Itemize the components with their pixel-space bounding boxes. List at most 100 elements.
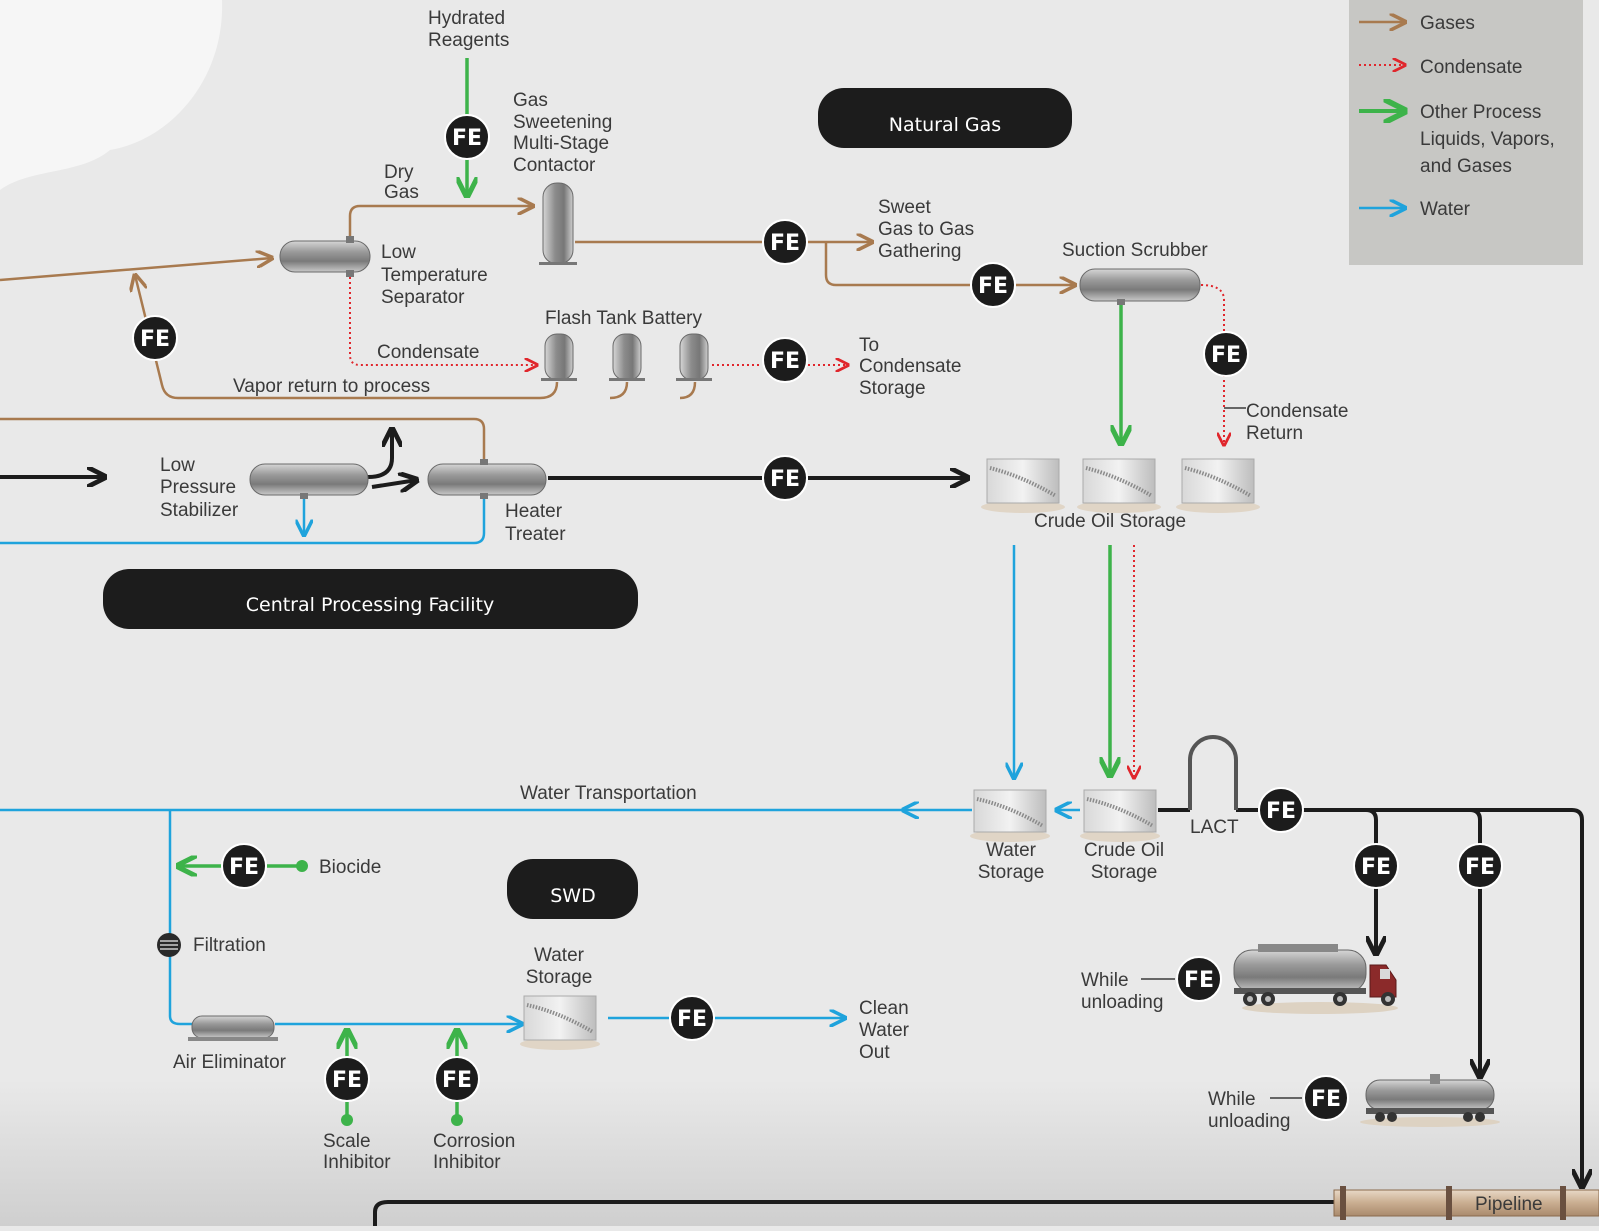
- fe-vapor-return: FE: [132, 315, 178, 361]
- scrubber-condensate-line: [1200, 284, 1225, 335]
- cpf-gas-loop-line: [0, 417, 486, 460]
- label-to-condensate-1: To: [859, 335, 879, 356]
- water-lines: [0, 495, 1080, 1024]
- railcar-branch-line: [1469, 808, 1482, 846]
- legend-panel: [1349, 0, 1583, 265]
- svg-text:FE: FE: [229, 855, 259, 880]
- fe-suction-scrubber-inlet: FE: [970, 262, 1016, 308]
- svg-text:FE: FE: [770, 467, 800, 492]
- label-truck-while: While: [1081, 970, 1129, 991]
- legend-gases-label: Gases: [1420, 13, 1475, 34]
- label-dry-1: Dry: [384, 162, 414, 183]
- fe-truck-unloading: FE: [1176, 956, 1222, 1002]
- fe-corrosion-inhibitor: FE: [434, 1056, 480, 1102]
- label-biocide: Biocide: [319, 857, 381, 878]
- lact-loop: [1188, 735, 1238, 810]
- biocide-source-dot: [296, 860, 308, 872]
- section-natural-gas: Natural Gas: [818, 88, 1072, 148]
- label-sweet-gas-1: Sweet: [878, 197, 932, 218]
- label-scale-2: Inhibitor: [323, 1152, 391, 1173]
- label-heater-1: Heater: [505, 501, 563, 522]
- rail-tank-car: [1360, 1074, 1500, 1127]
- fe-crude-oil: FE: [762, 455, 808, 501]
- label-suction-scrubber: Suction Scrubber: [1062, 240, 1208, 261]
- label-dry-2: Gas: [384, 182, 419, 203]
- corrosion-source-dot: [451, 1114, 463, 1126]
- water-storage-tank: [970, 789, 1050, 842]
- svg-text:FE: FE: [1266, 799, 1296, 824]
- stabilizer-vapor-up-line: [367, 429, 392, 479]
- label-crude-oil-storage-1: Crude Oil: [1084, 840, 1164, 861]
- svg-text:FE: FE: [1465, 855, 1495, 880]
- label-air-eliminator: Air Eliminator: [173, 1052, 287, 1073]
- label-to-condensate-3: Storage: [859, 378, 926, 399]
- labels: Hydrated Reagents Gas Sweetening Multi-S…: [160, 8, 1543, 1215]
- label-lts-3: Separator: [381, 287, 465, 308]
- section-swd: SWD: [507, 859, 638, 919]
- svg-text:FE: FE: [1361, 855, 1391, 880]
- filtration-unit: [157, 933, 181, 957]
- section-cpf: Central Processing Facility: [103, 569, 638, 629]
- label-vapor-return: Vapor return to process: [233, 376, 430, 397]
- air-eliminator: [188, 1015, 278, 1041]
- fe-condensate-storage: FE: [762, 337, 808, 383]
- label-crude-oil-storage-2: Storage: [1091, 862, 1158, 883]
- label-corrosion-2: Inhibitor: [433, 1152, 501, 1173]
- svg-text:FE: FE: [140, 327, 170, 352]
- label-lts-2: Temperature: [381, 265, 488, 286]
- crude-oil-storage-tank: [1080, 789, 1160, 842]
- label-condensate-return-1: Condensate: [1246, 401, 1348, 422]
- svg-text:FE: FE: [770, 231, 800, 256]
- gas-lines: [0, 206, 1075, 460]
- label-truck-unloading: unloading: [1081, 992, 1163, 1013]
- label-sweet-1: Gas: [513, 90, 548, 111]
- heater-treater-water-line: [0, 495, 486, 545]
- svg-text:FE: FE: [978, 274, 1008, 299]
- label-clean-water-3: Out: [859, 1042, 890, 1063]
- pipeline: [1333, 1186, 1599, 1220]
- fe-lact: FE: [1258, 787, 1304, 833]
- fe-biocide: FE: [221, 843, 267, 889]
- label-flash-tank-battery: Flash Tank Battery: [545, 308, 703, 329]
- label-heater-2: Treater: [505, 524, 566, 545]
- label-lps-3: Stabilizer: [160, 500, 239, 521]
- label-sweet-gas-2: Gas to Gas: [878, 219, 974, 240]
- legend: Gases Condensate Other Process Liquids, …: [1349, 0, 1583, 265]
- label-crude-oil-storage: Crude Oil Storage: [1034, 511, 1186, 532]
- svg-text:FE: FE: [1184, 968, 1214, 993]
- crude-oil-storage-tanks: [981, 458, 1260, 513]
- label-sweet-2: Sweetening: [513, 112, 612, 133]
- cloud-shape: [0, 0, 223, 190]
- fe-railcar-branch: FE: [1457, 843, 1503, 889]
- oil-lines: [0, 429, 1582, 1226]
- label-hydrated-2: Reagents: [428, 30, 509, 51]
- flow-elements: FE FE FE FE FE FE FE FE FE FE FE FE FE F…: [132, 114, 1503, 1121]
- swd-title: SWD: [550, 885, 595, 907]
- legend-other-label-3: and Gases: [1420, 156, 1512, 177]
- svg-text:FE: FE: [677, 1007, 707, 1032]
- label-water-storage-2: Storage: [978, 862, 1045, 883]
- swd-water-storage-tank: [520, 995, 600, 1050]
- crude-tank-3: [1176, 458, 1260, 513]
- label-pipeline: Pipeline: [1475, 1194, 1543, 1215]
- label-lact: LACT: [1190, 817, 1239, 838]
- legend-other-label-1: Other Process: [1420, 102, 1541, 123]
- label-filtration: Filtration: [193, 935, 266, 956]
- label-rail-unloading: unloading: [1208, 1111, 1290, 1132]
- label-hydrated-1: Hydrated: [428, 8, 505, 29]
- label-condensate-return-2: Return: [1246, 423, 1303, 444]
- crude-tank-1: [981, 458, 1065, 513]
- svg-text:FE: FE: [1311, 1087, 1341, 1112]
- label-water-transportation: Water Transportation: [520, 783, 697, 804]
- fe-condensate-return: FE: [1203, 331, 1249, 377]
- fe-hydrated-reagents: FE: [444, 114, 490, 160]
- pipeline-return-line: [373, 1200, 1340, 1226]
- fe-railcar-unloading: FE: [1303, 1075, 1349, 1121]
- lts-condensate-line: [349, 272, 537, 365]
- svg-text:FE: FE: [442, 1068, 472, 1093]
- label-rail-while: While: [1208, 1089, 1256, 1110]
- svg-text:FE: FE: [770, 349, 800, 374]
- pipeline-feed-line: [1303, 808, 1582, 1187]
